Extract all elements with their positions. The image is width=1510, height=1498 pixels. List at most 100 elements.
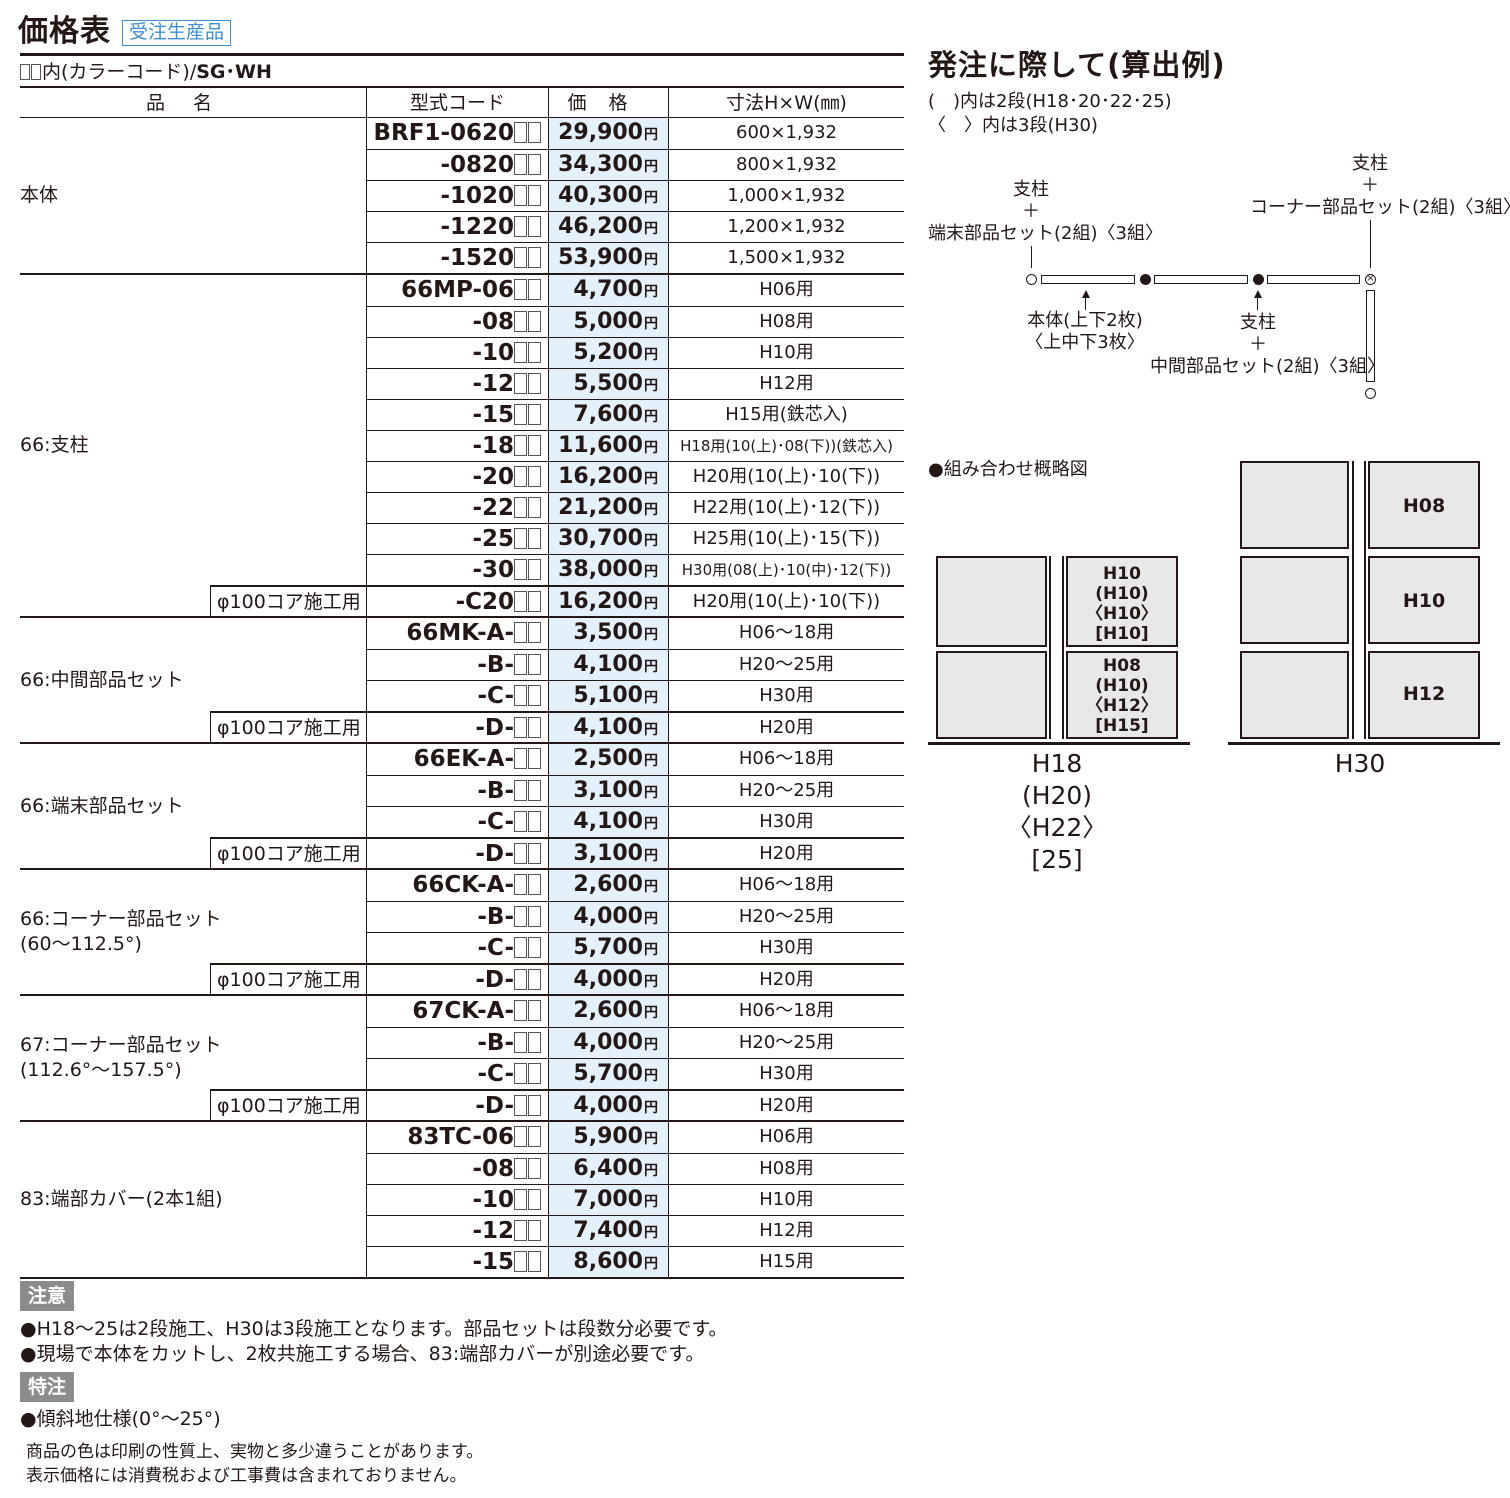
panel (1240, 556, 1349, 644)
price-cell: 4,100円 (548, 650, 668, 680)
model-code-text: -10 (472, 340, 514, 366)
model-code: -1020 (366, 181, 548, 211)
color-box-icon (514, 969, 527, 990)
price-cell: 4,000円 (548, 902, 668, 932)
model-code-text: -0820 (440, 152, 514, 178)
yen-unit: 円 (644, 942, 658, 958)
panel (936, 651, 1047, 739)
dimensions-cell: 1,500×1,932 (668, 243, 904, 273)
yen-unit: 円 (644, 1194, 658, 1210)
yen-unit: 円 (644, 627, 658, 643)
dimensions-cell: H20〜25用 (668, 1028, 904, 1058)
color-box-icon (528, 342, 541, 363)
model-code-text: 67CK-A- (412, 998, 514, 1024)
model-code-text: -C- (477, 809, 515, 835)
caution-note-1: ●H18〜25は2段施工、H30は3段施工となります。部品セットは段数分必要です… (20, 1318, 728, 1340)
color-box-icon (528, 185, 541, 206)
price-cell: 29,900円 (548, 118, 668, 149)
price-value: 4,000 (573, 967, 643, 992)
legend-three-tier: 〈 〉内は3段(H30) (928, 115, 1098, 136)
color-box-icon (528, 622, 541, 643)
yen-unit: 円 (644, 533, 658, 549)
color-box-icon (514, 906, 527, 927)
color-box-icon (514, 685, 527, 706)
color-box-icon (514, 279, 527, 300)
yen-unit: 円 (644, 159, 658, 175)
model-code: 83TC-06 (366, 1122, 548, 1153)
color-box-icon (31, 64, 41, 80)
color-box-icon (528, 528, 541, 549)
dimensions-cell: H06用 (668, 1122, 904, 1153)
model-code: -D- (366, 1091, 548, 1120)
price-cell: 5,200円 (548, 338, 668, 368)
dimensions-cell: H20用 (668, 713, 904, 742)
color-box-icon (528, 937, 541, 958)
model-code: -1220 (366, 212, 548, 242)
dimensions-cell: 600×1,932 (668, 118, 904, 149)
color-box-icon (514, 559, 527, 580)
price-value: 34,300 (558, 152, 643, 177)
color-box-icon (514, 342, 527, 363)
color-box-icon (528, 811, 541, 832)
color-code-values: SG･WH (196, 61, 272, 83)
height-label: H18 (1031, 749, 1083, 778)
price-value: 7,600 (573, 402, 643, 427)
model-code: -12 (366, 1216, 548, 1246)
panel (1240, 651, 1349, 739)
core-construction-note: φ100コア施工用 (210, 837, 366, 870)
color-box-icon (514, 185, 527, 206)
price-cell: 4,000円 (548, 965, 668, 994)
yen-unit: 円 (644, 1256, 658, 1272)
dimensions-cell: H10用 (668, 1185, 904, 1215)
model-code-text: 66MP-06 (401, 277, 514, 303)
price-cell: 5,700円 (548, 1059, 668, 1089)
color-box-icon (528, 216, 541, 237)
price-cell: 5,900円 (548, 1122, 668, 1153)
color-box-icon (20, 64, 30, 80)
price-cell: 4,000円 (548, 1091, 668, 1120)
group-name: 83:端部カバー(2本1組) (20, 1122, 366, 1277)
middle-post-marker (1140, 274, 1151, 285)
model-code-text: -C20 (455, 589, 514, 615)
price-cell: 2,600円 (548, 870, 668, 901)
color-box-icon (528, 154, 541, 175)
color-box-icon (514, 122, 527, 143)
model-code: 66MP-06 (366, 275, 548, 306)
dimensions-cell: H12用 (668, 369, 904, 399)
group-name-line: 66:支柱 (20, 434, 89, 456)
panel-height-label: H10 (1402, 590, 1446, 612)
color-box-icon (528, 1063, 541, 1084)
dimensions-cell: 800×1,932 (668, 150, 904, 180)
model-code: -10 (366, 1185, 548, 1215)
price-value: 46,200 (558, 214, 643, 239)
color-box-icon (528, 559, 541, 580)
color-box-icon (514, 780, 527, 801)
yen-unit: 円 (644, 316, 658, 332)
color-box-icon (514, 654, 527, 675)
model-code: 66CK-A- (366, 870, 548, 901)
model-code-text: -1520 (440, 245, 514, 271)
middle-post-label: 支柱 (1240, 312, 1276, 333)
yen-unit: 円 (644, 879, 658, 895)
price-cell: 8,600円 (548, 1247, 668, 1277)
middle-post-plus: ＋ (1249, 334, 1267, 355)
model-code-text: -22 (472, 495, 514, 521)
color-box-icon (514, 874, 527, 895)
model-code-text: -12 (472, 371, 514, 397)
model-code-text: -20 (472, 464, 514, 490)
dimensions-cell: H08用 (668, 307, 904, 337)
